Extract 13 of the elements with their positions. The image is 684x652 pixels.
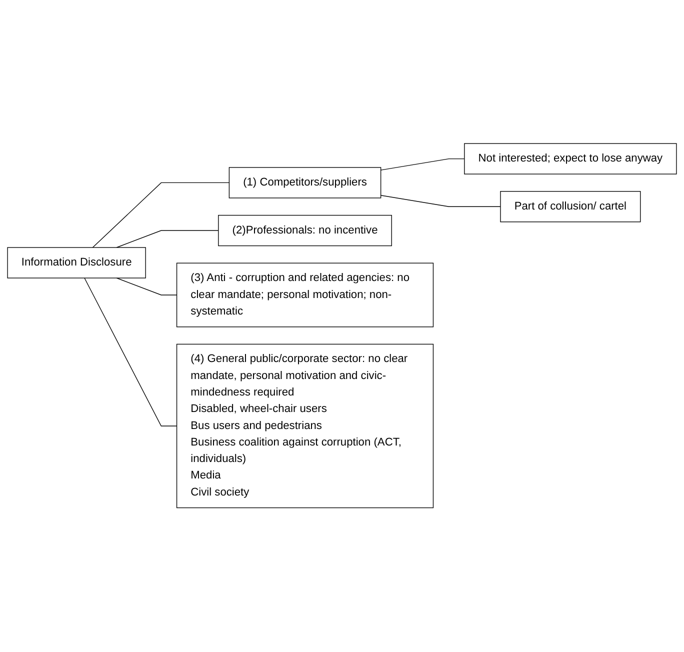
node-box: (4) General public/corporate sector: no clear mandate, personal motivation and civic-mindedness required Disabled, wheel-chair users Bus users and pedestrians Business coalition against corruption (ACT, individuals) Media Civil society [176,344,434,508]
node-box: Part of collusion/ cartel [500,191,641,223]
node-box: Information Disclosure [7,248,146,279]
connector [116,230,219,248]
node-box: (3) Anti - corruption and related agencies: no clear mandate; personal motivation; non-systematic [176,263,434,328]
connector [380,158,465,171]
connector [380,195,501,208]
node-box: (2)Professionals: no incentive [218,215,392,246]
node-box: Not interested; expect to lose anyway [464,144,677,175]
connector [116,278,178,296]
connector [92,182,230,248]
node-box: (1) Competitors/suppliers [228,167,382,199]
connector [84,278,178,427]
